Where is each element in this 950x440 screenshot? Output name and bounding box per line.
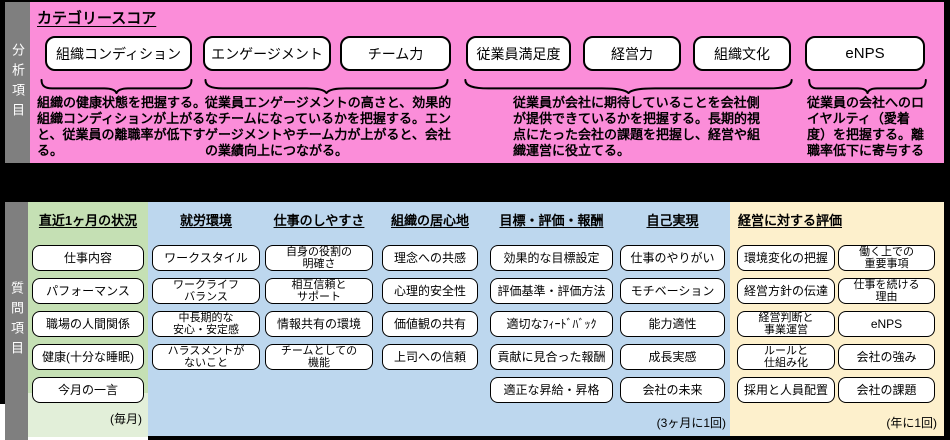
analysis-content: カテゴリースコア 組織コンディション エンゲージメント チーム力 従業員満足度 … bbox=[30, 2, 944, 163]
question-box: 自身の役割の 明確さ bbox=[265, 245, 373, 271]
question-column-header: 就労環境 bbox=[179, 213, 232, 228]
question-items: 理念への共感 心理的安全性 価値観の共有 上司への信頼 bbox=[382, 245, 478, 370]
question-box: 働く上での 重要事項 bbox=[838, 245, 935, 271]
question-box: ハラスメントが ないこと bbox=[152, 344, 260, 370]
question-column-header: 経営に対する評価 bbox=[738, 213, 843, 228]
question-box: 会社の未来 bbox=[620, 377, 725, 403]
question-box: ワークスタイル bbox=[152, 245, 260, 271]
question-column-header: 自己実現 bbox=[646, 213, 699, 228]
question-box: 効果的な目標設定 bbox=[490, 245, 613, 271]
frequency-label-yearly: (年に1回) bbox=[886, 416, 937, 430]
question-box: 仕事を続ける 理由 bbox=[838, 278, 935, 304]
analysis-section: 分析項目 カテゴリースコア 組織コンディション エンゲージメント チーム力 従業… bbox=[5, 2, 944, 163]
question-box: チームとしての 機能 bbox=[265, 344, 373, 370]
question-box: 環境変化の把握 bbox=[737, 245, 835, 271]
question-column-header: 仕事のしやすさ bbox=[273, 213, 365, 228]
category-score-title: カテゴリースコア bbox=[37, 10, 157, 27]
question-box: 適切なﾌｨｰﾄﾞﾊﾞｯｸ bbox=[490, 311, 613, 337]
question-box: 能力適性 bbox=[620, 311, 725, 337]
category-description: 従業員が会社に期待していることを会社側が提供できているかを把握する。長期的視点に… bbox=[513, 95, 761, 158]
frequency-label-monthly: (毎月) bbox=[110, 412, 142, 426]
question-column-management-evaluation: 経営に対する評価 環境変化の把握 経営方針の伝達 経営判断と 事業運営 ルールと… bbox=[730, 202, 944, 436]
category-box: 従業員満足度 bbox=[466, 36, 571, 71]
question-box: eNPS bbox=[838, 311, 935, 337]
question-column-recent-month: 直近1ヶ月の状況 仕事内容 パフォーマンス 職場の人間関係 健康(十分な睡眠) … bbox=[28, 202, 148, 440]
question-box: 今月の一言 bbox=[32, 377, 144, 403]
underbrace-icon bbox=[203, 79, 450, 94]
question-box: 心理的安全性 bbox=[382, 278, 478, 304]
question-box: ワークライフ バランス bbox=[152, 278, 260, 304]
analysis-sidebar-label: 分析項目 bbox=[10, 42, 25, 123]
question-box: 情報共有の環境 bbox=[265, 311, 373, 337]
page-background-corner bbox=[0, 404, 5, 440]
question-box: 経営判断と 事業運営 bbox=[737, 311, 835, 337]
question-box: 中長期的な 安心・安定感 bbox=[152, 311, 260, 337]
category-description: 従業員エンゲージメントの高さと、効果的なチームになっているかを把握する。エンゲー… bbox=[205, 95, 452, 158]
category-box: 経営力 bbox=[583, 36, 681, 71]
category-box: チーム力 bbox=[340, 36, 451, 71]
frequency-label-quarterly: (3ヶ月に1回) bbox=[656, 416, 726, 430]
question-box: 仕事のやりがい bbox=[620, 245, 725, 271]
question-box: 上司への信頼 bbox=[382, 344, 478, 370]
underbrace-icon bbox=[40, 79, 193, 94]
category-box: 組織コンディション bbox=[45, 36, 192, 71]
question-items: 仕事内容 パフォーマンス 職場の人間関係 健康(十分な睡眠) 今月の一言 bbox=[32, 245, 144, 403]
question-column-header: 直近1ヶ月の状況 bbox=[38, 213, 138, 228]
question-box: 健康(十分な睡眠) bbox=[32, 344, 144, 370]
question-box: 評価基準・評価方法 bbox=[490, 278, 613, 304]
question-box: ルールと 仕組み化 bbox=[737, 344, 835, 370]
category-box: 組織文化 bbox=[693, 36, 791, 71]
question-box: 成長実感 bbox=[620, 344, 725, 370]
analysis-sidebar: 分析項目 bbox=[5, 2, 30, 163]
question-box: 会社の強み bbox=[838, 344, 935, 370]
question-column-header: 組織の居心地 bbox=[390, 213, 469, 228]
category-description: 組織の健康状態を把握する。組織コンディションが上がると、従業員の離職率が低下する… bbox=[37, 95, 207, 158]
question-items: 効果的な目標設定 評価基準・評価方法 適切なﾌｨｰﾄﾞﾊﾞｯｸ 貢献に見合った報… bbox=[490, 245, 613, 403]
category-box: エンゲージメント bbox=[203, 36, 331, 71]
category-box: eNPS bbox=[805, 36, 925, 71]
question-items: 環境変化の把握 経営方針の伝達 経営判断と 事業運営 ルールと 仕組み化 採用と… bbox=[737, 245, 835, 403]
questions-sidebar-label: 質問項目 bbox=[9, 281, 24, 361]
underbrace-icon bbox=[808, 79, 927, 94]
question-box: 理念への共感 bbox=[382, 245, 478, 271]
question-box: パフォーマンス bbox=[32, 278, 144, 304]
question-box: モチベーション bbox=[620, 278, 725, 304]
questions-section: 質問項目 直近1ヶ月の状況 仕事内容 パフォーマンス 職場の人間関係 健康(十分… bbox=[5, 202, 944, 440]
question-box: 適正な昇給・昇格 bbox=[490, 377, 613, 403]
question-items: ワークスタイル ワークライフ バランス 中長期的な 安心・安定感 ハラスメントが… bbox=[152, 245, 260, 370]
question-box: 価値観の共有 bbox=[382, 311, 478, 337]
question-box: 職場の人間関係 bbox=[32, 311, 144, 337]
question-items: 働く上での 重要事項 仕事を続ける 理由 eNPS 会社の強み 会社の課題 bbox=[838, 245, 935, 403]
questions-quarterly-region: 就労環境 ワークスタイル ワークライフ バランス 中長期的な 安心・安定感 ハラ… bbox=[148, 202, 730, 436]
question-box: 相互信頼と サポート bbox=[265, 278, 373, 304]
category-description: 従業員の会社へのロイヤルティ（愛着度）を把握する。離職率低下に寄与する bbox=[807, 95, 925, 158]
question-column-header: 目標・評価・報酬 bbox=[499, 213, 604, 228]
question-items: 自身の役割の 明確さ 相互信頼と サポート 情報共有の環境 チームとしての 機能 bbox=[265, 245, 373, 370]
question-box: 経営方針の伝達 bbox=[737, 278, 835, 304]
underbrace-icon bbox=[462, 79, 795, 94]
question-box: 貢献に見合った報酬 bbox=[490, 344, 613, 370]
question-items: 仕事のやりがい モチベーション 能力適性 成長実感 会社の未来 bbox=[620, 245, 725, 403]
questions-sidebar: 質問項目 bbox=[5, 202, 28, 440]
question-box: 会社の課題 bbox=[838, 377, 935, 403]
question-box: 採用と人員配置 bbox=[737, 377, 835, 403]
question-box: 仕事内容 bbox=[32, 245, 144, 271]
